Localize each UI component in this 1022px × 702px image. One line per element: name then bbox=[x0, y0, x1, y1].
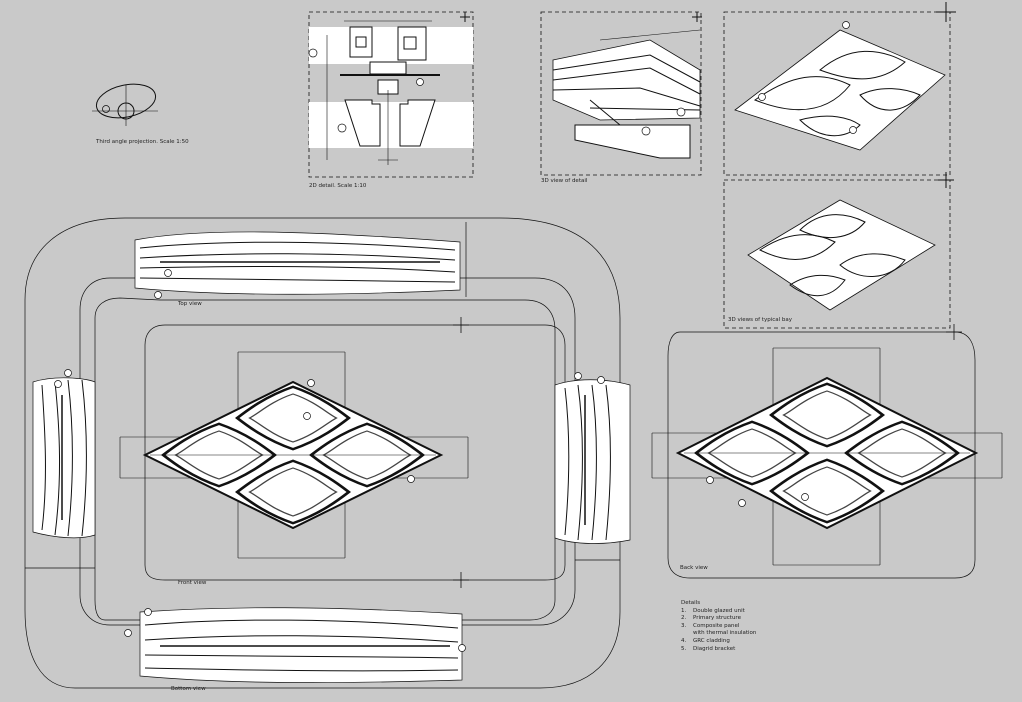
details-item: 3.Composite panel bbox=[681, 622, 740, 629]
bottom-view-label: Bottom view bbox=[171, 686, 206, 692]
right-view-drawing bbox=[554, 372, 631, 544]
back-view-label: Back view bbox=[680, 565, 708, 571]
details-title: Details bbox=[681, 600, 701, 606]
typical-bay-drawing bbox=[723, 2, 956, 329]
left-view-drawing bbox=[32, 369, 96, 539]
detail-3d-label: 3D view of detail bbox=[541, 178, 588, 184]
projection-symbol-icon bbox=[92, 83, 158, 126]
bottom-view-drawing bbox=[124, 607, 466, 683]
detail-3d-drawing bbox=[540, 11, 702, 176]
details-item: 1.Double glazed unit bbox=[681, 607, 745, 614]
front-view-label: Front view bbox=[178, 580, 207, 586]
details-item: 5.Diagrid bracket bbox=[681, 645, 736, 652]
top-view-label: Top view bbox=[178, 301, 202, 307]
detail-2d-drawing bbox=[308, 11, 474, 178]
back-view-drawing bbox=[651, 347, 1003, 566]
details-item: 4.GRC cladding bbox=[681, 637, 730, 644]
details-item: with thermal insulation bbox=[693, 630, 757, 637]
projection-caption: Third angle projection. Scale 1:50 bbox=[96, 139, 189, 145]
front-view-drawing bbox=[119, 351, 469, 559]
detail-2d-label: 2D detail. Scale 1:10 bbox=[309, 183, 367, 189]
top-view-drawing bbox=[134, 231, 461, 299]
details-item: 2.Primary structure bbox=[681, 615, 741, 622]
typical-bay-label: 3D views of typical bay bbox=[728, 317, 793, 323]
details-legend: Details 1.Double glazed unit 2.Primary s… bbox=[681, 600, 756, 653]
